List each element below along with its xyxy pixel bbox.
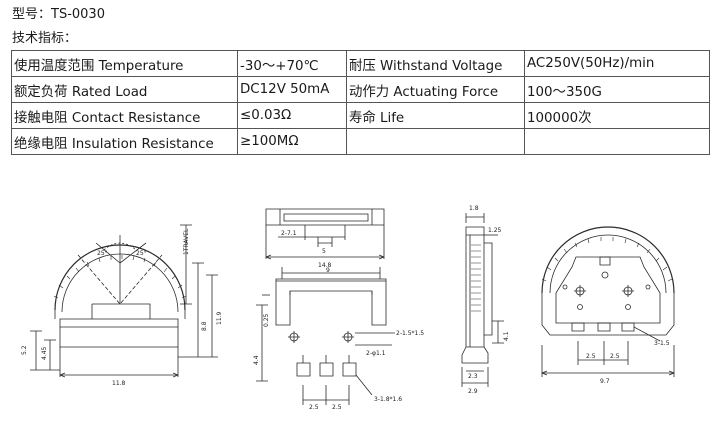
table-row: 绝缘电阻 Insulation Resistance ≥100MΩ [11,128,710,155]
dim-angle-left: 25° [97,250,108,257]
table-cell: 100000次 [524,102,710,129]
dim-pitch-2-5-c: 2.5 [586,353,596,360]
table-cell: 动作力 Actuating Force [346,76,525,103]
dim-2-9: 2.9 [468,388,478,395]
top-view-drawing [266,209,384,259]
front-view-drawing [256,267,395,405]
bottom-view-drawing [542,227,674,377]
dim-0-25: 0.25 [263,313,270,327]
dim-2-7-1: 2-7.1 [281,230,297,237]
dim-5: 5 [322,248,326,255]
dim-1-25: 1.25 [488,227,502,234]
dim-pins-3-1-8: 3-1.8*1.6 [374,396,402,403]
dim-pitch-2-5-a: 2.5 [309,404,319,411]
dim-5-2: 5.2 [21,345,28,355]
table-row: 接触电阻 Contact Resistance ≤0.03Ω 寿命 Life 1… [11,102,710,129]
table-cell: 耐压 Withstand Voltage [346,50,525,77]
dim-1-8: 1.8 [469,205,479,212]
dim-height-8-8: 8.8 [201,321,208,331]
table-cell [524,128,710,155]
table-cell: DC12V 50mA [237,76,347,103]
table-cell: 接触电阻 Contact Resistance [11,102,238,129]
dim-4-45: 4.45 [41,346,48,360]
spec-table: 使用温度范围 Temperature -30～+70℃ 耐压 Withstand… [11,50,710,155]
dim-pitch-2-5-b: 2.5 [332,404,342,411]
dim-hole-2-1-5: 2-1.5*1.5 [396,330,424,337]
dim-width-11-8: 11.8 [112,380,126,387]
dim-hole-2-phi: 2-φ1.1 [366,350,386,357]
table-cell: 使用温度范围 Temperature [11,50,238,77]
dim-travel: 1TRAVEL [183,228,190,255]
table-row: 额定负荷 Rated Load DC12V 50mA 动作力 Actuating… [11,76,710,103]
side-view-knurl [54,255,186,298]
table-cell [346,128,525,155]
dim-2-3: 2.3 [468,373,478,380]
dim-4-1: 4.1 [503,331,510,341]
technical-drawings: 25° 25° 1TRAVEL 11.8 11.9 8.8 5.2 4.45 2… [21,205,711,411]
table-cell: 绝缘电阻 Insulation Resistance [11,128,238,155]
bottom-view-knurl [542,237,672,281]
table-row: 使用温度范围 Temperature -30～+70℃ 耐压 Withstand… [11,50,710,77]
table-cell: 寿命 Life [346,102,525,129]
dim-pitch-2-5-d: 2.5 [610,353,620,360]
end-view-drawing [462,213,504,387]
table-cell: 额定负荷 Rated Load [11,76,238,103]
dim-9-7: 9.7 [600,378,610,385]
dim-4-4: 4.4 [253,355,260,365]
dim-9: 9 [326,267,330,274]
model-number: 型号：TS-0030 [12,7,105,22]
dim-height-11-9: 11.9 [216,311,223,325]
dim-angle-right: 25° [136,250,147,257]
tech-spec-title: 技术指标： [12,31,78,46]
table-cell: ≤0.03Ω [237,102,347,129]
table-cell: -30～+70℃ [237,50,347,77]
table-cell: 100～350G [524,76,710,103]
dim-3-1-5: 3-1.5 [654,340,670,347]
table-cell: ≥100MΩ [237,128,347,155]
side-view-drawing [30,225,218,377]
dim-14-8: 14.8 [318,262,332,269]
table-cell: AC250V(50Hz)/min [524,50,710,77]
end-view-knurl [471,245,481,311]
